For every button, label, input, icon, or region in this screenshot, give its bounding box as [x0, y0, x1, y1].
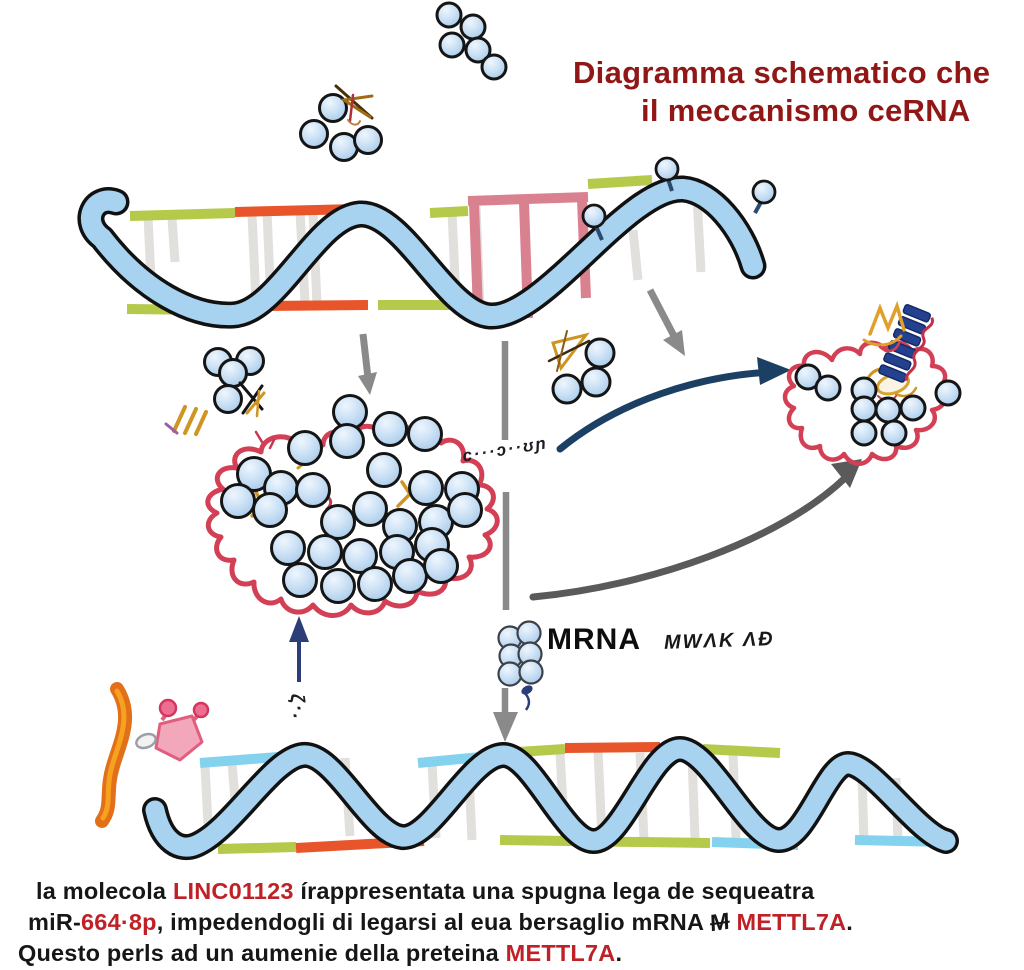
caption-text: miR-: [28, 909, 82, 935]
arrow-scribble-text: ζ·.: [285, 692, 311, 722]
caption-text: .: [846, 909, 853, 935]
arrow-center-long-down: [493, 341, 518, 742]
mirna-cluster-top-right: [435, 1, 508, 81]
molecule-circle: [751, 179, 777, 205]
molecule-circle: [299, 119, 329, 149]
molecule-circle: [551, 373, 583, 405]
gold-crown-glyph: [862, 300, 906, 353]
molecule-circle: [218, 358, 248, 388]
molecule-circle: [581, 203, 607, 229]
caption-text: [730, 909, 737, 935]
orange-rna-worm: [95, 682, 132, 828]
caption-line-2: miR-664·8p, impedendogli di legarsi al e…: [28, 907, 853, 937]
middle-cluster-gold-glyph: [547, 330, 591, 372]
molecule-circle: [518, 659, 544, 685]
strand-lollipop-balls: [581, 156, 777, 229]
molecule-circle: [934, 379, 962, 407]
molecule-circle: [516, 620, 542, 646]
caption-text: Questo perls ad un aumenie della pretein…: [18, 940, 506, 966]
molecule-circle: [220, 483, 256, 519]
molecule-circle: [850, 419, 878, 447]
molecule-circle: [295, 472, 331, 508]
molecule-circle: [407, 416, 443, 452]
molecule-circle: [584, 337, 616, 369]
gold-hatch-marks: [164, 405, 208, 436]
molecule-circle: [329, 423, 365, 459]
mrna-sprout-glyph: [521, 685, 533, 711]
molecule-circle: [353, 125, 383, 155]
mettl7a-strand: [142, 736, 959, 861]
caption-text: .: [615, 940, 623, 966]
molecule-circle: [880, 419, 908, 447]
molecule-circle: [654, 156, 680, 182]
mrna-label: MRNA: [547, 623, 641, 656]
molecule-circle: [408, 470, 444, 506]
pink-protein-complex: [135, 698, 210, 762]
arrow-navy-up: [289, 616, 309, 682]
caption-text: , impedendogli di legarsi al eua bersagl…: [156, 909, 710, 935]
mirna-cluster-blob-northwest: [203, 346, 265, 414]
caption-highlight: METTL7A: [736, 909, 847, 935]
molecule-circle: [814, 374, 842, 402]
caption-line-3: Questo perls ad un aumenie della pretein…: [18, 940, 622, 967]
molecule-circle: [580, 366, 612, 398]
arrow-gray-curved: [529, 459, 862, 601]
molecule-circle: [213, 384, 243, 414]
central-blob-mirna-cluster: [220, 394, 483, 604]
title-line-2: il meccanismo ceRNA: [641, 93, 971, 128]
molecule-circle: [320, 568, 356, 604]
molecule-circle: [282, 562, 318, 598]
molecule-circle: [438, 31, 466, 59]
molecule-circle: [447, 492, 483, 528]
molecule-circle: [307, 534, 343, 570]
molecule-circle: [497, 661, 523, 687]
top-mid-cluster-glyph: [334, 84, 374, 126]
molecule-circle: [318, 93, 348, 123]
molecule-circle: [252, 492, 288, 528]
molecule-circle: [270, 530, 306, 566]
molecule-circle: [320, 504, 356, 540]
caption-highlight: M: [709, 907, 731, 937]
mrna-scribble-text: MWΛK ΛƉ: [663, 628, 776, 654]
mirna-cluster-middle: [551, 337, 616, 405]
caption-highlight: 664·8p: [81, 909, 157, 935]
linc01123-strand: [77, 175, 767, 330]
arrow-strand-diagonal: [646, 288, 685, 356]
molecule-circle: [342, 538, 378, 574]
caption-text: la molecola: [36, 878, 173, 904]
arrow-strand-to-central-blob: [358, 333, 377, 395]
molecule-circle: [874, 396, 902, 424]
molecule-circle: [850, 395, 878, 423]
molecule-circle: [287, 430, 323, 466]
molecule-circle: [366, 452, 402, 488]
molecule-circle: [899, 394, 927, 422]
molecule-circle: [435, 1, 463, 29]
right-blob-mirna-cluster: [794, 363, 962, 447]
molecule-circle: [372, 411, 408, 447]
mrna-molecule-cluster: [497, 620, 544, 687]
caption-text: írappresentata una spugna lega de sequea…: [293, 878, 815, 904]
blob-nw-cluster-glyph: [238, 381, 266, 418]
caption-highlight: METTL7A: [505, 940, 616, 966]
molecule-circle: [459, 13, 487, 41]
molecule-circle: [480, 53, 508, 81]
caption-line-1: la molecola LINC01123 írappresentata una…: [36, 878, 814, 905]
molecule-circle: [464, 36, 492, 64]
arrow-navy-curved: [556, 357, 791, 453]
molecule-circle: [423, 548, 459, 584]
molecule-circle: [357, 566, 393, 602]
molecule-circle: [352, 491, 388, 527]
mirna-cluster-top-mid: [299, 93, 383, 162]
title-line-1: Diagramma schematico che: [573, 55, 991, 90]
molecule-circle: [794, 363, 822, 391]
caption-highlight: LINC01123: [172, 878, 294, 904]
molecule-circle: [392, 558, 428, 594]
